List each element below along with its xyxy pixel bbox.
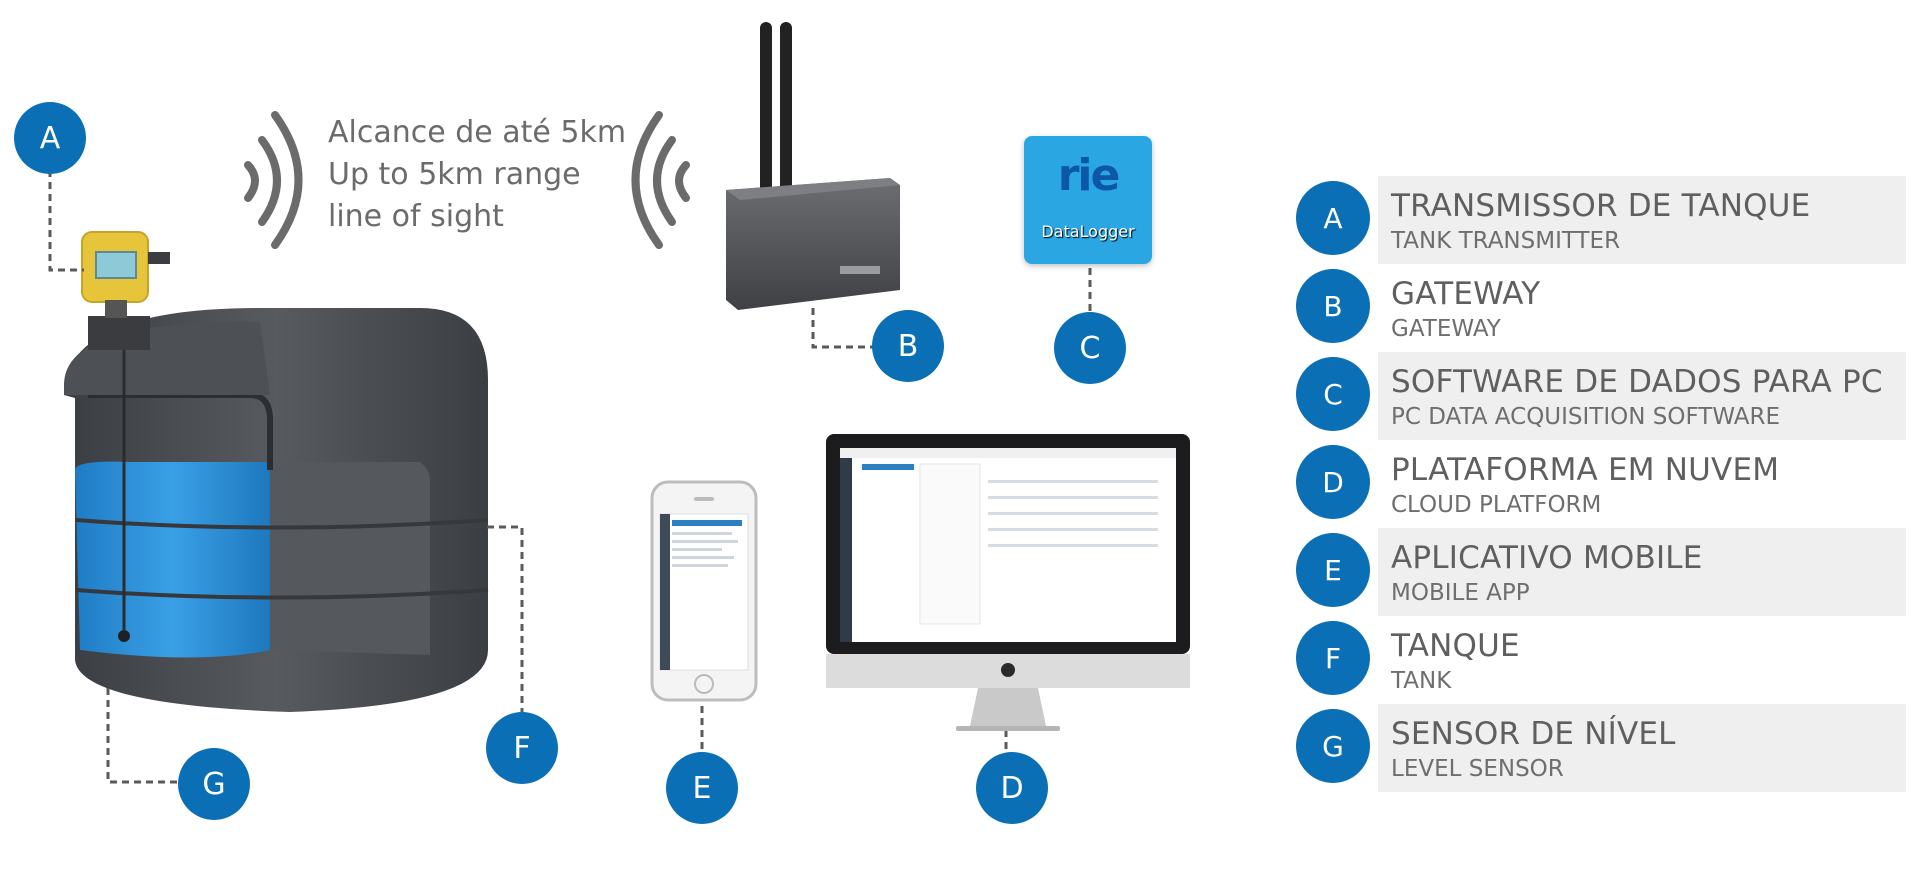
legend-badge: F [1296, 621, 1370, 695]
legend-label-pt: SENSOR DE NÍVEL [1391, 716, 1676, 752]
callout-a: A [14, 102, 86, 174]
legend-label-en: PC DATA ACQUISITION SOFTWARE [1391, 404, 1781, 430]
legend-label-en: MOBILE APP [1391, 580, 1530, 606]
tank [64, 308, 489, 712]
legend-badge: E [1296, 533, 1370, 607]
range-text-pt: Alcance de até 5km [328, 115, 627, 150]
legend-item-a: A TRANSMISSOR DE TANQUE TANK TRANSMITTER [1296, 176, 1906, 264]
legend-label-en: GATEWAY [1391, 316, 1501, 342]
callout-g: G [178, 748, 250, 820]
legend-label-en: TANK TRANSMITTER [1391, 228, 1621, 254]
range-text-los: line of sight [328, 199, 504, 234]
legend-label-pt: APLICATIVO MOBILE [1391, 540, 1703, 576]
software-logo: rie [1057, 150, 1121, 201]
datalogger-software-icon: rie DataLogger [1024, 136, 1152, 264]
legend-item-e: E APLICATIVO MOBILE MOBILE APP [1296, 528, 1906, 616]
water-level [75, 461, 270, 658]
software-label: DataLogger [1041, 222, 1135, 241]
wireless-wave-right [631, 111, 690, 249]
legend-item-d: D PLATAFORMA EM NUVEM CLOUD PLATFORM [1296, 440, 1906, 520]
legend-item-f: F TANQUE TANK [1296, 616, 1906, 696]
tank-transmitter [81, 231, 170, 318]
legend-item-b: B GATEWAY GATEWAY [1296, 264, 1906, 344]
legend-badge: A [1296, 181, 1370, 255]
connector-lines [48, 170, 1092, 784]
legend-label-pt: PLATAFORMA EM NUVEM [1391, 452, 1780, 488]
wireless-wave-left [244, 111, 303, 249]
callout-c: C [1054, 312, 1126, 384]
legend-badge: G [1296, 709, 1370, 783]
legend-badge: D [1296, 445, 1370, 519]
mobile-phone [650, 480, 758, 702]
legend-badge: B [1296, 269, 1370, 343]
legend-label-pt: TANQUE [1391, 628, 1520, 664]
legend-label-en: LEVEL SENSOR [1391, 756, 1564, 782]
legend-label-pt: GATEWAY [1391, 276, 1541, 312]
legend: A TRANSMISSOR DE TANQUE TANK TRANSMITTER… [1296, 176, 1906, 792]
range-text-en: Up to 5km range [328, 157, 581, 192]
legend-badge: C [1296, 357, 1370, 431]
callout-e: E [666, 752, 738, 824]
range-text: Alcance de até 5km Up to 5km range line … [328, 112, 626, 238]
legend-item-g: G SENSOR DE NÍVEL LEVEL SENSOR [1296, 704, 1906, 792]
callout-b: B [872, 310, 944, 382]
desktop-monitor [826, 434, 1190, 731]
legend-label-en: CLOUD PLATFORM [1391, 492, 1602, 518]
legend-label-en: TANK [1391, 668, 1452, 694]
legend-label-pt: SOFTWARE DE DADOS PARA PC [1391, 364, 1883, 400]
gateway-device [726, 22, 900, 310]
legend-item-c: C SOFTWARE DE DADOS PARA PC PC DATA ACQU… [1296, 352, 1906, 440]
callout-d: D [976, 752, 1048, 824]
legend-label-pt: TRANSMISSOR DE TANQUE [1391, 188, 1811, 224]
callout-f: F [486, 712, 558, 784]
